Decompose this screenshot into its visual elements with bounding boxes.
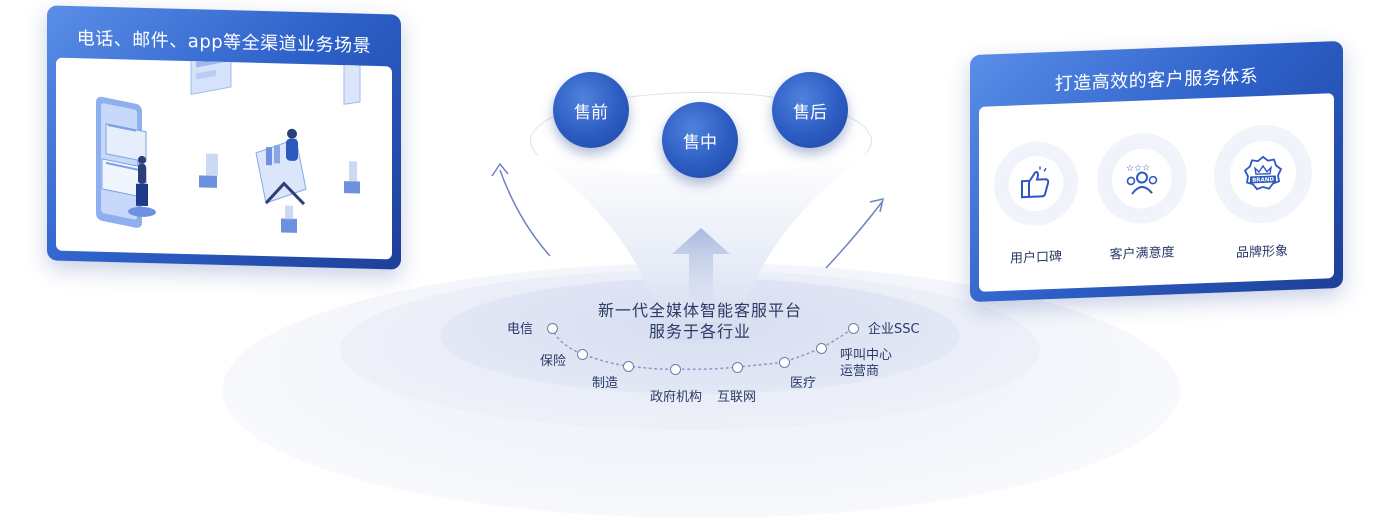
service-system-body: 用户口碑 ☆☆☆ 客户满意度 BRAND 品牌形象 [979, 93, 1334, 292]
industry-label-insurance: 保险 [540, 354, 567, 369]
item-label-brand-image: 品牌形象 [1235, 243, 1288, 261]
curved-arrow-left-icon [491, 162, 551, 257]
industry-dot [670, 364, 681, 375]
stage-bubble-presale: 售前 [553, 72, 629, 148]
phone-illustration-icon [96, 96, 156, 228]
industry-label-internet: 互联网 [717, 390, 757, 405]
platform-heading-line2: 服务于各行业 [648, 322, 751, 341]
industry-dot [779, 357, 790, 368]
svg-text:☆☆☆: ☆☆☆ [1126, 163, 1150, 174]
industry-label-medical: 医疗 [790, 376, 817, 391]
service-system-panel-title: 打造高效的客户服务体系 [1054, 66, 1259, 95]
industry-dot [816, 343, 827, 354]
industry-dot [848, 323, 859, 334]
industry-dot [577, 349, 588, 360]
industry-dot [623, 361, 634, 372]
omnichannel-illustration [96, 44, 361, 233]
industry-label-callcenter: 呼叫中心运营商 [840, 348, 893, 379]
screen-illustration-icon [190, 44, 232, 188]
up-arrow-icon [672, 228, 730, 322]
satisfied-customers-icon: ☆☆☆ [1104, 139, 1180, 219]
industry-dot [732, 362, 743, 373]
thumbs-up-icon [1001, 147, 1071, 220]
brand-badge-icon: BRAND [1221, 130, 1305, 218]
stage-bubble-aftersale: 售后 [772, 72, 848, 148]
platform-heading-line1: 新一代全媒体智能客服平台 [597, 301, 802, 320]
industry-label-enterprise-ssc: 企业SSC [868, 322, 920, 337]
industry-label-government: 政府机构 [650, 390, 703, 405]
channels-panel: 电话、邮件、app等全渠道业务场景 [47, 5, 401, 270]
item-label-word-of-mouth: 用户口碑 [1009, 249, 1062, 267]
channels-panel-title: 电话、邮件、app等全渠道业务场景 [76, 28, 372, 57]
stage-bubble-insale: 售中 [662, 102, 738, 178]
industry-label-telecom: 电信 [507, 322, 534, 337]
item-label-satisfaction: 客户满意度 [1109, 245, 1175, 263]
curved-arrow-right-icon [825, 197, 885, 269]
agent-desk-illustration-icon [255, 128, 307, 233]
brand-badge-text: BRAND [1252, 177, 1274, 184]
channels-illustration-area [56, 44, 392, 260]
message-illustration-icon [343, 61, 361, 194]
industry-label-manufacturing: 制造 [592, 376, 619, 391]
service-system-panel: 打造高效的客户服务体系 用户口碑 ☆☆☆ 客户满意度 [970, 40, 1343, 303]
industry-dot [547, 323, 558, 334]
